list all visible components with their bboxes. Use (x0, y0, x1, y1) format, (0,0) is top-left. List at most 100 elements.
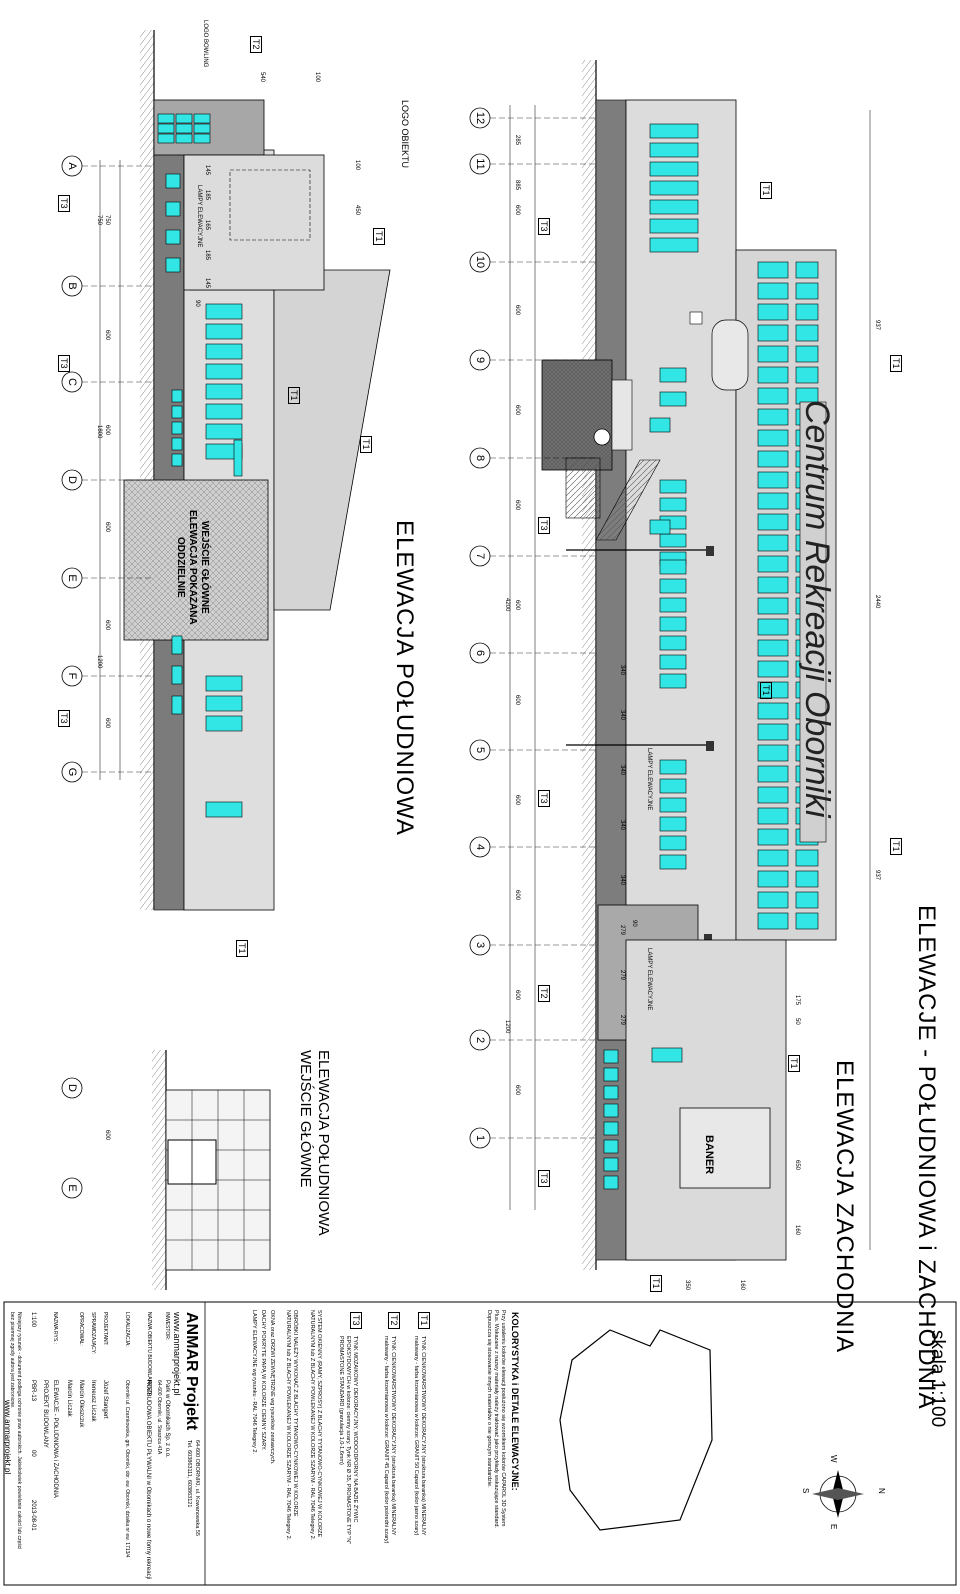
dim-s-7: 185 (204, 250, 210, 261)
tb-address: 64-600 OBORNIKI, ul. Kowanowska 55 (194, 1440, 200, 1536)
window (165, 257, 181, 273)
axis-label: G (66, 768, 78, 777)
window (205, 715, 243, 732)
axis-label: 5 (474, 747, 486, 753)
tb-investor-label: INWESTOR: (164, 1312, 170, 1341)
window (659, 635, 687, 651)
baner-label: BANER (703, 1135, 715, 1175)
window (659, 854, 687, 870)
legend-t2-tag: T2 (388, 1312, 400, 1329)
window (603, 1103, 619, 1118)
axis-label: 8 (474, 455, 486, 461)
tag-t3-d: T3 (538, 1170, 550, 1187)
axis-label: 4 (474, 844, 486, 850)
dim-s-11: 750 (96, 215, 102, 226)
dim-l-8: 90 (631, 920, 637, 927)
tb-drawing-label: NAZWA RYS.: (52, 1312, 58, 1344)
tb-date: 2013-08-01 (30, 1500, 36, 1531)
compass (812, 1470, 864, 1518)
axis-label: 11 (474, 158, 486, 169)
stair-tower-cap (611, 379, 633, 451)
window (649, 180, 699, 196)
window (757, 261, 789, 279)
compass-w: W (829, 1455, 838, 1463)
window (757, 534, 789, 552)
window (205, 403, 243, 420)
tb-rev: 00 (30, 1450, 36, 1457)
dim-wr-7: 350 (684, 1280, 690, 1291)
dim-s-17: 1200 (96, 655, 102, 669)
window (157, 113, 175, 124)
window (757, 513, 789, 531)
window (659, 835, 687, 851)
window (659, 559, 687, 575)
window (649, 123, 699, 139)
axis-label: 1 (474, 1135, 486, 1141)
window (193, 123, 211, 134)
dim-s-5: 185 (204, 190, 210, 201)
tb-company: ANMAR Projekt (183, 1312, 200, 1431)
window (205, 801, 243, 818)
window (795, 912, 819, 930)
dim-w-4: 600 (514, 405, 520, 416)
tag-t1-a: T1 (890, 355, 902, 372)
axis-label: 6 (474, 650, 486, 656)
axis-label: 12 (474, 112, 486, 124)
window (171, 437, 183, 451)
dim-s-8: 145 (204, 278, 210, 289)
tb-author-label: OPRACOWAŁ: (78, 1312, 84, 1346)
axis-label: A (66, 162, 78, 170)
dim-l-0: 340 (619, 665, 625, 676)
window (757, 744, 789, 762)
tag-t1-b: T1 (890, 838, 902, 855)
dim-s-3: 450 (354, 205, 360, 216)
dim-wr-3: 175 (794, 995, 800, 1006)
dim-s-12: 600 (104, 330, 110, 341)
window (659, 616, 687, 632)
baner-frame (679, 1107, 771, 1189)
window (649, 142, 699, 158)
window (603, 1049, 619, 1064)
window (649, 218, 699, 234)
tb-location-label: LOKALIZACJA: (124, 1312, 130, 1347)
window (649, 161, 699, 177)
window (649, 237, 699, 253)
tag-t3-c: T3 (538, 790, 550, 807)
axis-label: 3 (474, 942, 486, 948)
window (175, 113, 193, 124)
dim-w-3: 600 (514, 305, 520, 316)
window (795, 261, 819, 279)
axis-label: 7 (474, 553, 486, 559)
dim-l-5: 279 (619, 925, 625, 936)
dim-s-13: 600 (104, 425, 110, 436)
dim-wr-4: 50 (794, 1018, 800, 1025)
axis-bubble (61, 1177, 83, 1199)
entrance-elevation: DE (61, 1050, 271, 1290)
window (757, 702, 789, 720)
window (757, 639, 789, 657)
lamp-post-3 (704, 934, 712, 944)
tag-t3-e: T3 (58, 195, 70, 212)
round-window (593, 428, 611, 446)
dim-w-0: 285 (514, 135, 520, 146)
window (659, 533, 687, 548)
duct (711, 319, 749, 391)
legend-extra-3: OKNA oraz DRZWI ZEWNĘTRZNE wg rysunków z… (269, 1310, 275, 1465)
tag-t1-h: T1 (288, 387, 300, 404)
west-ground (582, 60, 596, 1270)
axis-label: 10 (474, 256, 486, 268)
tag-t1-d: T1 (760, 682, 772, 699)
window (757, 891, 789, 909)
dim-w-1: 885 (514, 180, 520, 191)
window (795, 324, 819, 342)
south-ground (140, 30, 154, 910)
window (659, 391, 687, 407)
west-left-windows (649, 123, 699, 870)
window (757, 408, 789, 426)
window (171, 635, 183, 655)
tb-author: Marcin Oleszczuk (78, 1380, 84, 1428)
window (659, 479, 687, 494)
window (603, 1085, 619, 1100)
